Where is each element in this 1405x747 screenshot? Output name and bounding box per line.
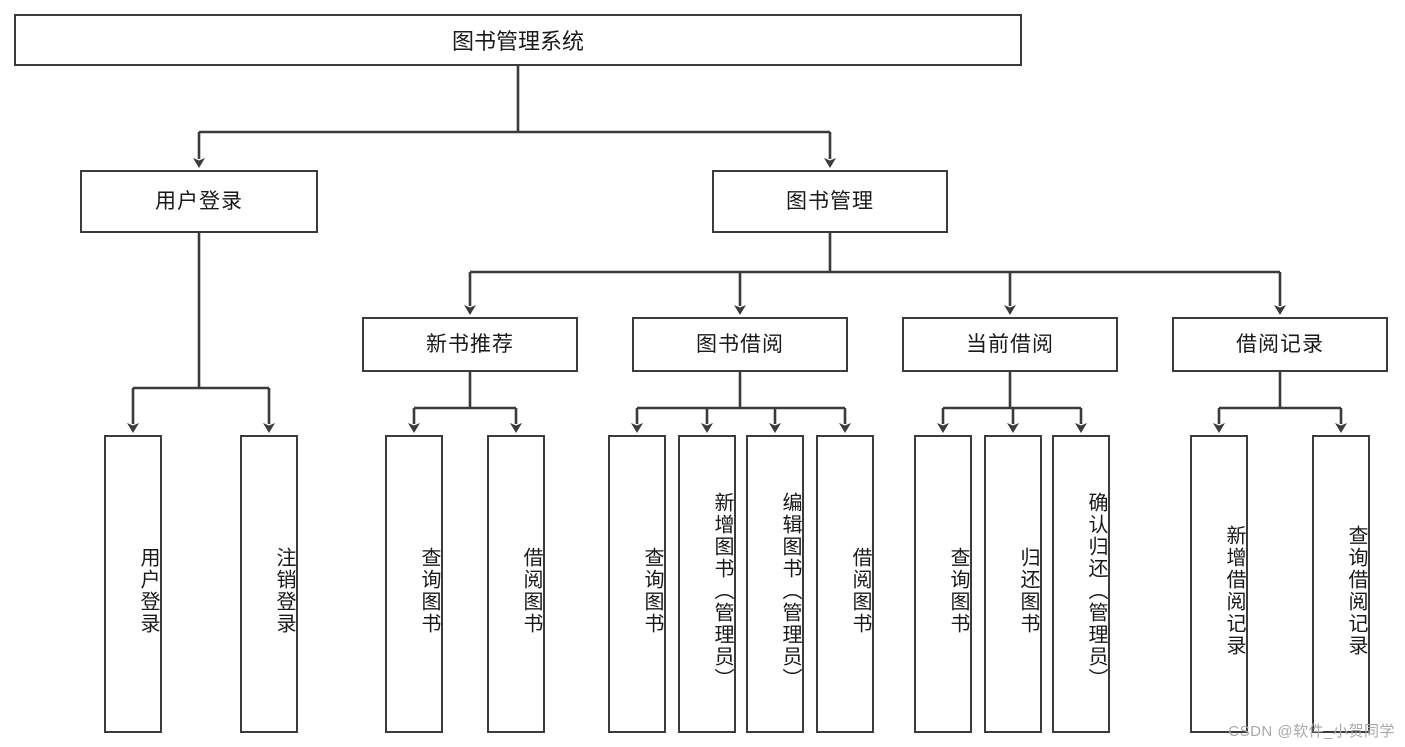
node-leaf-query-book-2[interactable]: 查询图书 [608,435,666,733]
node-leaf-confirm-return[interactable]: 确认归还（管理员） [1052,435,1110,733]
node-leaf-edit-book[interactable]: 编辑图书（管理员） [746,435,804,733]
node-book-manage[interactable]: 图书管理 [712,170,948,233]
node-user-login-label: 用户登录 [155,189,243,213]
node-book-manage-label: 图书管理 [786,189,874,213]
node-leaf-confirm-return-label: 确认归还（管理员） [1085,492,1107,690]
node-leaf-add-book-label: 新增图书（管理员） [711,492,733,690]
node-leaf-query-book-1-label: 查询图书 [418,547,440,635]
node-root[interactable]: 图书管理系统 [14,14,1022,66]
node-leaf-query-book-1[interactable]: 查询图书 [385,435,443,733]
node-leaf-query-book-3[interactable]: 查询图书 [914,435,972,733]
node-leaf-query-book-2-label: 查询图书 [641,547,663,635]
node-book-borrow[interactable]: 图书借阅 [632,317,848,372]
node-leaf-edit-book-label: 编辑图书（管理员） [779,492,801,690]
node-leaf-borrow-book-2[interactable]: 借阅图书 [816,435,874,733]
node-leaf-borrow-book-1[interactable]: 借阅图书 [487,435,545,733]
node-new-book-recommend-label: 新书推荐 [426,332,514,356]
node-leaf-user-logout-label: 注销登录 [273,547,295,635]
node-book-borrow-label: 图书借阅 [696,332,784,356]
node-current-borrow[interactable]: 当前借阅 [902,317,1118,372]
node-leaf-query-record-label: 查询借阅记录 [1345,525,1367,657]
node-leaf-add-record[interactable]: 新增借阅记录 [1190,435,1248,733]
node-leaf-user-login[interactable]: 用户登录 [104,435,162,733]
node-leaf-query-record[interactable]: 查询借阅记录 [1312,435,1370,733]
node-leaf-add-record-label: 新增借阅记录 [1223,525,1245,657]
node-borrow-record-label: 借阅记录 [1236,332,1324,356]
watermark: CSDN @软件_小贺同学 [1228,723,1395,740]
node-leaf-borrow-book-1-label: 借阅图书 [520,547,542,635]
node-new-book-recommend[interactable]: 新书推荐 [362,317,578,372]
node-leaf-user-login-label: 用户登录 [137,547,159,635]
node-leaf-query-book-3-label: 查询图书 [947,547,969,635]
node-leaf-user-logout[interactable]: 注销登录 [240,435,298,733]
node-current-borrow-label: 当前借阅 [966,332,1054,356]
node-borrow-record[interactable]: 借阅记录 [1172,317,1388,372]
node-user-login[interactable]: 用户登录 [80,170,318,233]
node-leaf-return-book[interactable]: 归还图书 [984,435,1042,733]
node-root-label: 图书管理系统 [451,29,584,54]
node-leaf-borrow-book-2-label: 借阅图书 [849,547,871,635]
node-leaf-add-book[interactable]: 新增图书（管理员） [678,435,736,733]
node-leaf-return-book-label: 归还图书 [1017,547,1039,635]
